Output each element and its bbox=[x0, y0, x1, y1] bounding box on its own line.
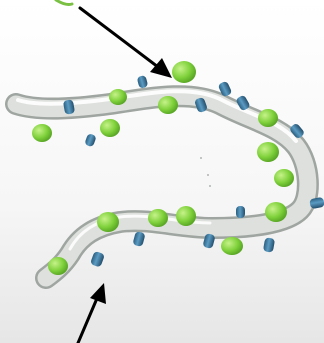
green-bead bbox=[109, 89, 127, 105]
green-bead bbox=[258, 109, 278, 127]
green-bead bbox=[97, 212, 119, 232]
green-bead bbox=[257, 142, 279, 162]
blue-bead bbox=[236, 206, 245, 218]
green-bead bbox=[221, 237, 243, 255]
green-bead bbox=[158, 96, 178, 114]
green-bead bbox=[176, 206, 196, 226]
green-bead bbox=[48, 257, 68, 275]
green-bead bbox=[265, 202, 287, 222]
green-bead bbox=[100, 119, 120, 137]
green-bead bbox=[274, 169, 294, 187]
green-bead bbox=[172, 61, 196, 83]
green-bead bbox=[148, 209, 168, 227]
green-bead bbox=[32, 124, 52, 142]
